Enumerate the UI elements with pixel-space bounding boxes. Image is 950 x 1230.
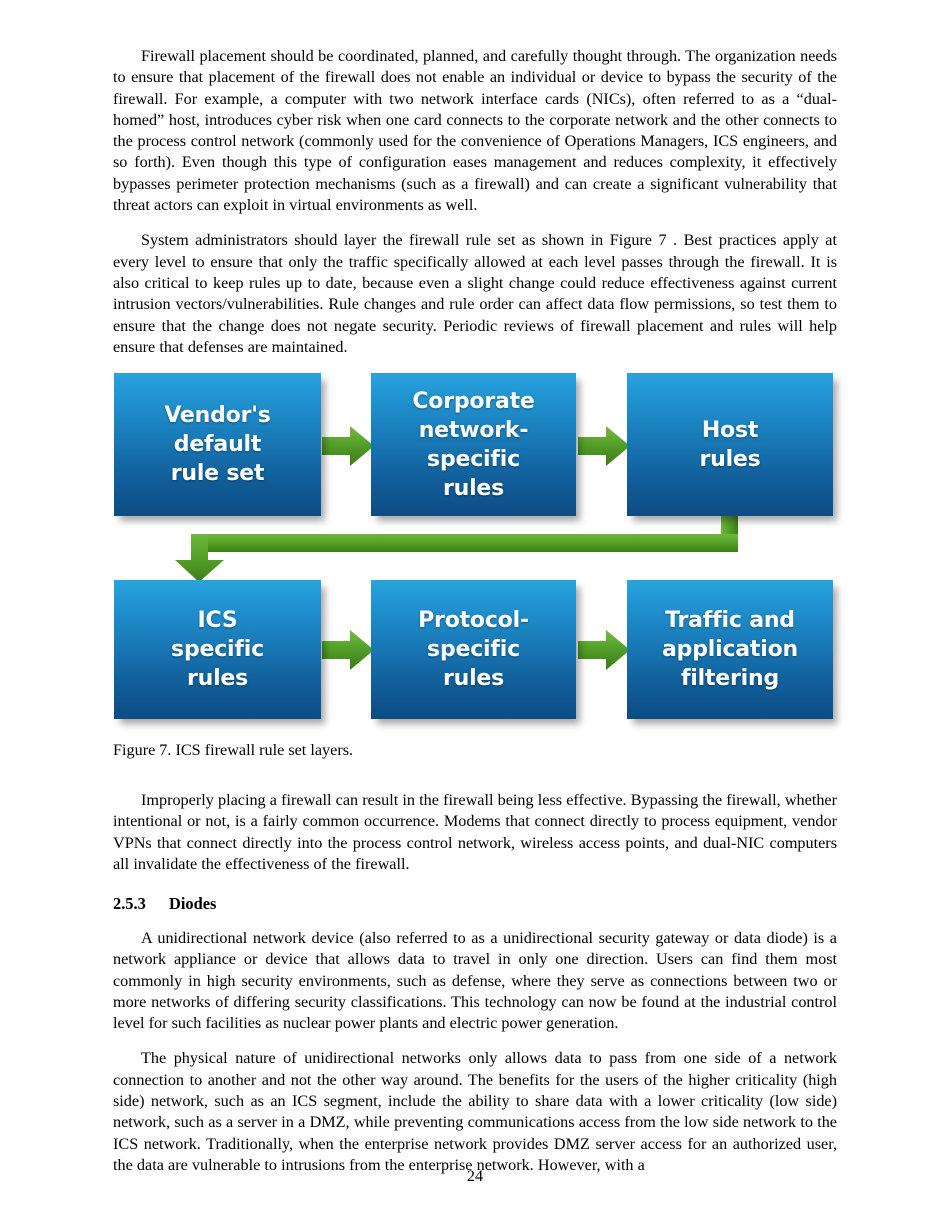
figure-caption-block: Figure 7. ICS firewall rule set layers. xyxy=(113,740,837,761)
paragraph-firewall-placement: Firewall placement should be coordinated… xyxy=(113,47,837,215)
section-title: Diodes xyxy=(169,894,217,913)
arrow-right-icon-corporate-to-host xyxy=(578,426,630,466)
arrow-right-icon-vendors-to-corporate xyxy=(322,426,374,466)
text-block-top: Firewall placement should be coordinated… xyxy=(113,46,837,358)
arrow-elbow-icon-host-to-ics xyxy=(175,512,738,582)
text-block-bottom: A unidirectional network device (also re… xyxy=(113,928,837,1176)
arrow-right-icon-ics-to-protocol xyxy=(322,630,374,670)
paragraph-physical-nature: The physical nature of unidirectional ne… xyxy=(113,1049,837,1174)
arrow-right-icon-protocol-to-traffic xyxy=(578,630,630,670)
paragraph-system-administrators: System administrators should layer the f… xyxy=(113,231,837,356)
section-heading-diodes: 2.5.3 Diodes xyxy=(113,893,837,914)
paragraph-unidirectional-network-device: A unidirectional network device (also re… xyxy=(113,929,837,1033)
page-number: 24 xyxy=(466,1167,484,1185)
figure-caption: Figure 7. ICS firewall rule set layers. xyxy=(113,741,354,759)
paragraph-improperly-placing: Improperly placing a firewall can result… xyxy=(113,791,837,873)
text-block-middle: Improperly placing a firewall can result… xyxy=(113,790,837,875)
section-number: 2.5.3 xyxy=(113,894,146,913)
section-heading-block: 2.5.3 Diodes xyxy=(113,893,837,926)
